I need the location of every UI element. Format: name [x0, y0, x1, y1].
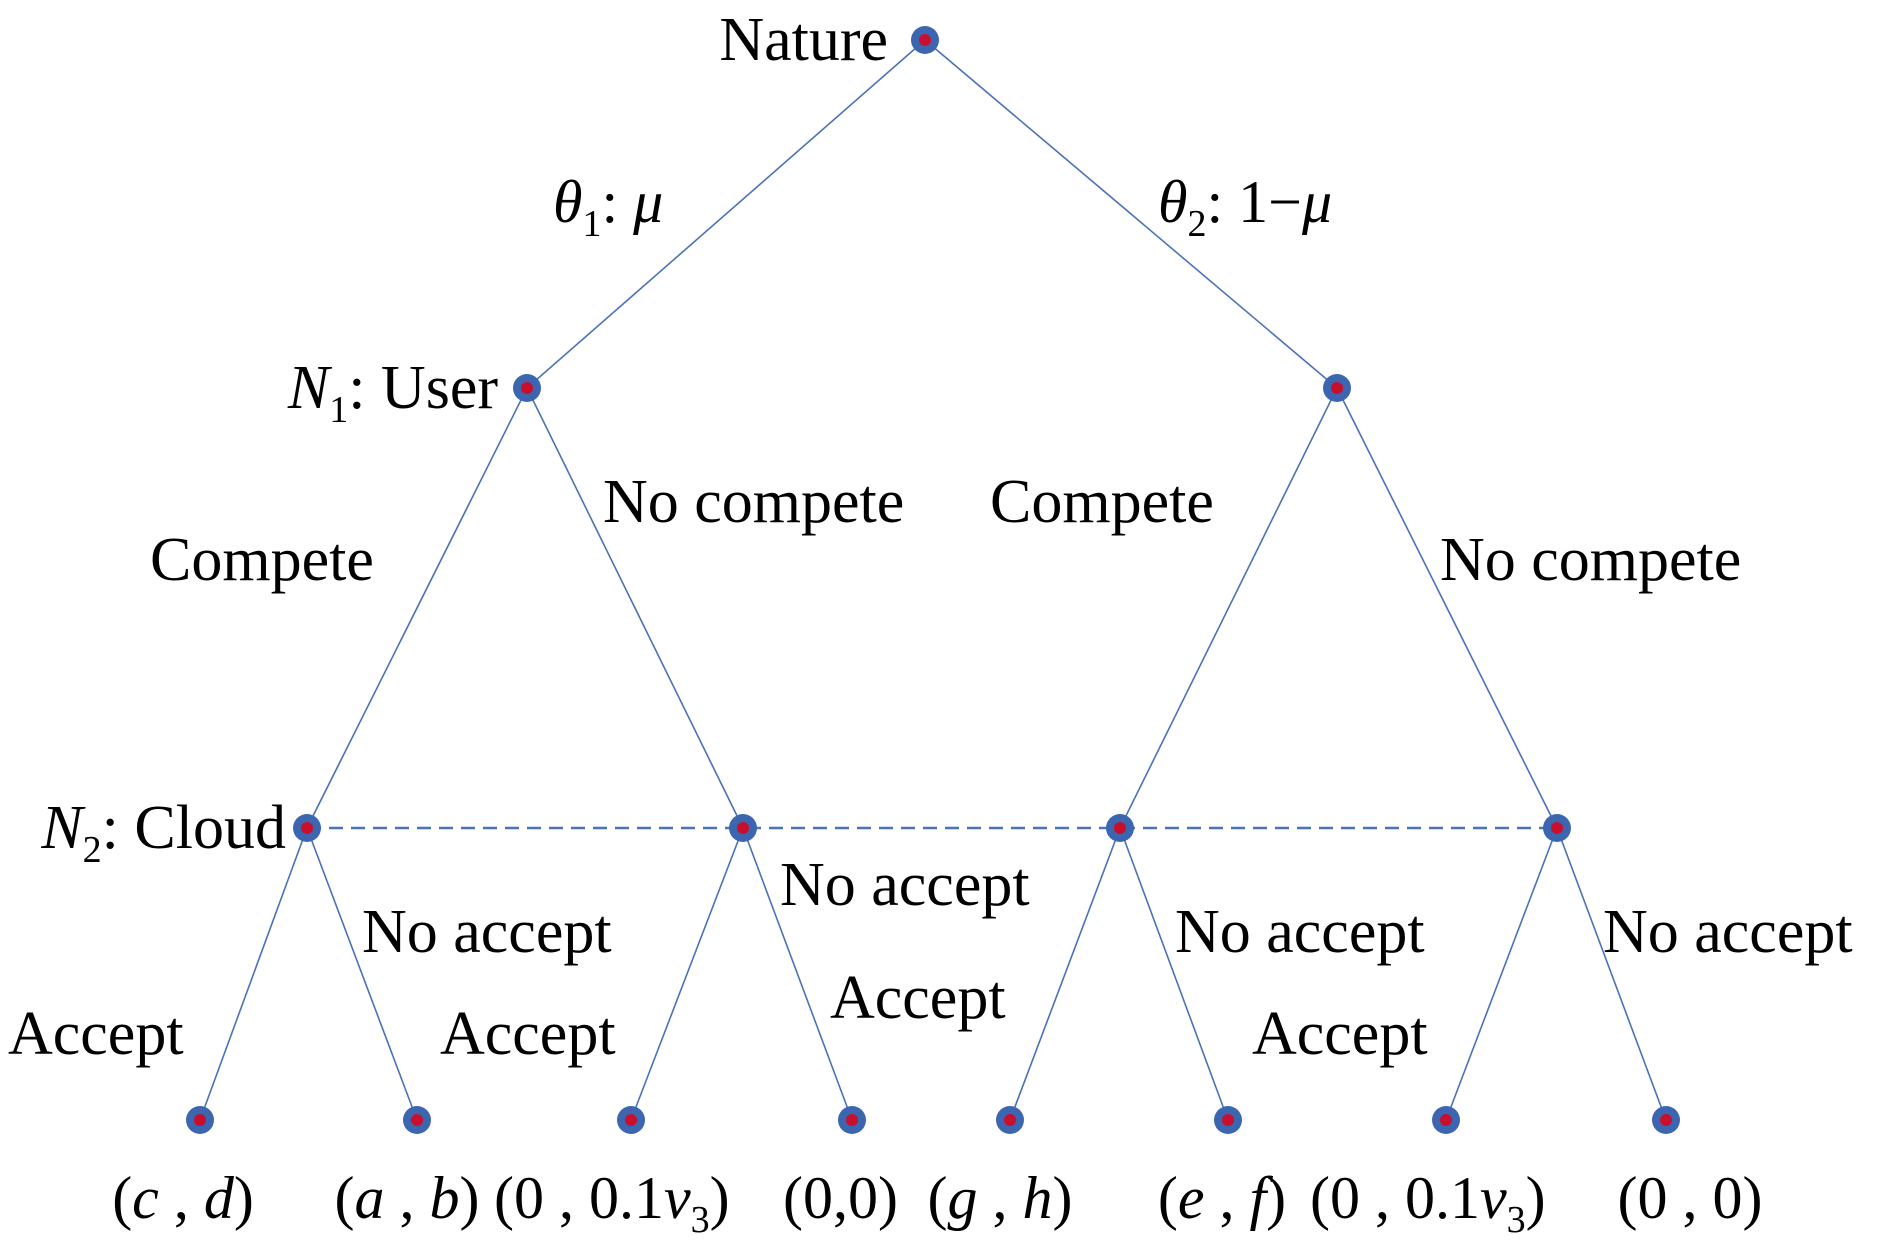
nature-move-theta1-label: θ1: μ — [553, 169, 663, 245]
leaf-node-6 — [1214, 1106, 1242, 1134]
nature-move-theta2-label: θ2: 1−μ — [1158, 169, 1332, 245]
edge-user1-compete — [306, 387, 528, 829]
leaf-node-4 — [838, 1106, 866, 1134]
payoff-3: (0 , 0.1v3) — [494, 1165, 730, 1241]
user-node-label: N1: User — [287, 354, 499, 431]
leaf-node-7 — [1432, 1106, 1460, 1134]
action-label-no-accept-4: No accept — [1603, 898, 1853, 966]
action-label-accept-2: Accept — [440, 1000, 616, 1068]
edge-cloud4-accept — [1445, 827, 1558, 1121]
edge-cloud1-accept — [199, 827, 308, 1121]
node-nature — [911, 26, 939, 54]
action-label-compete-left: Compete — [150, 526, 374, 594]
edge-nature-theta2 — [924, 39, 1338, 389]
payoff-5: (g , h) — [928, 1165, 1073, 1231]
action-label-accept-1: Accept — [8, 1000, 184, 1068]
edge-user2-no-compete — [1336, 387, 1558, 829]
action-label-no-accept-2: No accept — [780, 851, 1030, 919]
edge-cloud3-no-accept — [1119, 827, 1229, 1121]
edge-cloud4-no-accept — [1556, 827, 1667, 1121]
payoff-6: (e , f) — [1158, 1165, 1286, 1231]
action-label-no-accept-3: No accept — [1175, 898, 1425, 966]
edge-cloud2-no-accept — [742, 827, 853, 1121]
cloud-node-label: N2: Cloud — [40, 794, 286, 871]
action-label-no-compete-left: No compete — [603, 468, 904, 536]
edge-user1-no-compete — [526, 387, 744, 829]
node-cloud-4 — [1543, 814, 1571, 842]
payoff-8: (0 , 0) — [1618, 1165, 1763, 1231]
action-label-compete-right: Compete — [990, 468, 1214, 536]
action-label-no-accept-1: No accept — [362, 898, 612, 966]
node-cloud-2 — [729, 814, 757, 842]
node-cloud-3 — [1106, 814, 1134, 842]
leaf-node-3 — [617, 1106, 645, 1134]
action-label-no-compete-right: No compete — [1440, 526, 1741, 594]
node-cloud-1 — [293, 814, 321, 842]
leaf-node-5 — [996, 1106, 1024, 1134]
edge-user2-compete — [1119, 387, 1338, 829]
edge-cloud2-accept — [630, 827, 744, 1121]
root-label: Nature — [719, 6, 888, 74]
leaf-node-8 — [1652, 1106, 1680, 1134]
node-user-1 — [513, 374, 541, 402]
action-label-accept-3: Accept — [830, 964, 1006, 1032]
node-user-2 — [1323, 374, 1351, 402]
leaf-node-2 — [403, 1106, 431, 1134]
tree-edges — [199, 39, 1667, 1121]
payoff-7: (0 , 0.1v3) — [1310, 1165, 1546, 1241]
edge-nature-theta1 — [526, 39, 926, 389]
edge-cloud3-accept — [1009, 827, 1121, 1121]
payoff-1: (c , d) — [112, 1165, 254, 1231]
payoff-4: (0,0) — [783, 1165, 898, 1231]
edge-cloud1-no-accept — [306, 827, 418, 1121]
action-label-accept-4: Accept — [1252, 1000, 1428, 1068]
payoff-2: (a , b) — [335, 1165, 480, 1231]
leaf-node-1 — [186, 1106, 214, 1134]
tree-nodes — [186, 26, 1680, 1134]
